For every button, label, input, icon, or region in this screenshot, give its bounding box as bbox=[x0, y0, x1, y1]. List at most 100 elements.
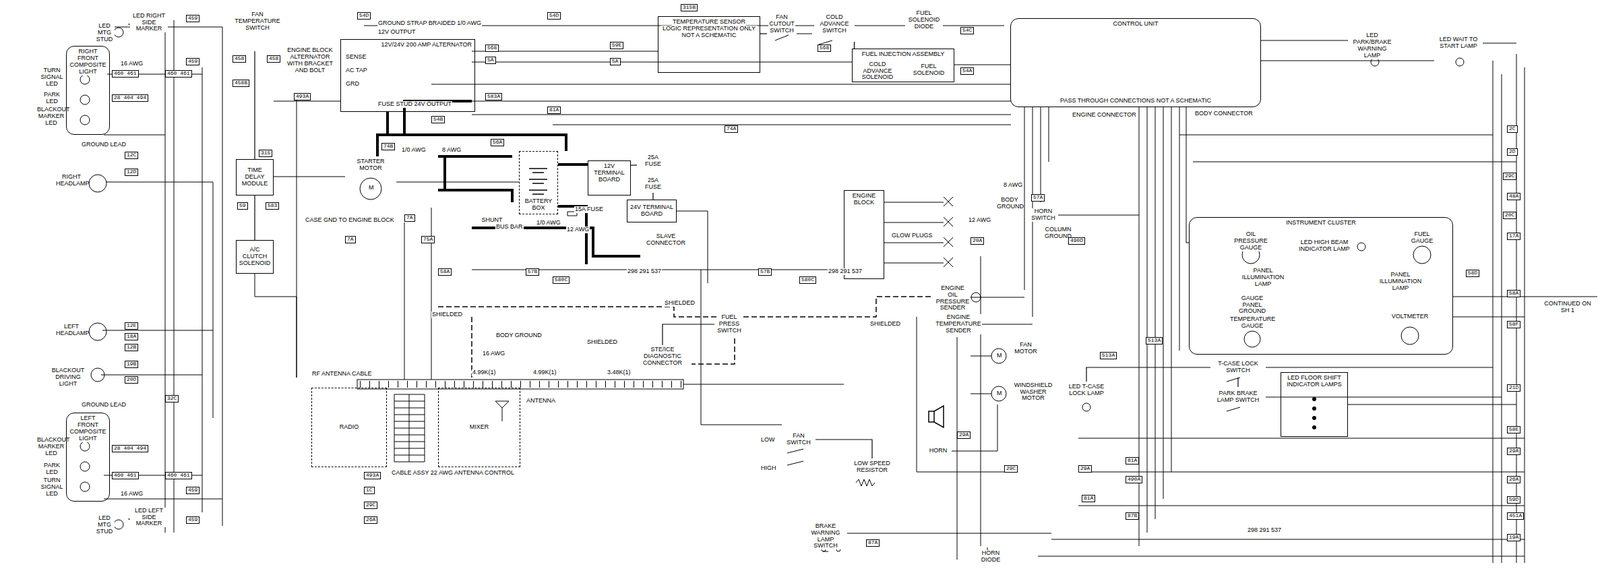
wire-tag: 513A bbox=[1145, 336, 1163, 345]
callout-label: LOW bbox=[760, 436, 776, 444]
wire-tag: 18A bbox=[124, 332, 139, 341]
component-name: PANEL ILLUMINATION LAMP bbox=[1239, 267, 1287, 288]
wire-tag: 20C bbox=[1502, 211, 1517, 220]
component-box: A/C CLUTCH SOLENOID bbox=[235, 239, 274, 274]
wire-tag: 460 461 bbox=[165, 70, 193, 78]
wire-tag: 460 461 bbox=[165, 471, 193, 480]
component-label-box: LED T-CASE LOCK LAMP bbox=[1064, 381, 1109, 399]
wire-tag: 54C bbox=[960, 26, 974, 35]
callout-label: 298 291 537 bbox=[626, 268, 662, 275]
component-name: FUEL INJECTION ASSEMBLY bbox=[861, 51, 946, 58]
wire-connector bbox=[396, 181, 519, 182]
wire-tag: 29C bbox=[1502, 172, 1517, 180]
component-name: FAN TEMPERATURE SWITCH bbox=[233, 11, 282, 32]
component-label-box: PANEL ILLUMINATION LAMP bbox=[1237, 268, 1289, 288]
callout-label: 16 AWG bbox=[481, 350, 506, 358]
component-box: TIME DELAY MODULE bbox=[235, 159, 274, 196]
wire-tag: 57A bbox=[1031, 194, 1045, 202]
wire-tag: 81A bbox=[1081, 494, 1096, 503]
component-label-box: 25A FUSE bbox=[636, 152, 670, 170]
wire-tag: 583A bbox=[485, 93, 503, 101]
led-symbol bbox=[80, 461, 90, 472]
component-label-box: T-CASE LOCK SWITCH bbox=[1210, 357, 1266, 378]
component-label-box: STE/ICE DIAGNOSTIC CONNECTOR bbox=[633, 345, 692, 368]
component-label-box: LED RIGHT SIDE MARKER bbox=[128, 12, 170, 34]
callout-label: 8 AWG bbox=[441, 146, 462, 154]
component-name: TEMPERATURE SENSOR bbox=[671, 18, 747, 26]
wire-connector bbox=[254, 195, 255, 240]
wire-tag: 12D bbox=[124, 168, 139, 176]
wire-tag: 26A bbox=[1506, 475, 1521, 484]
component-box: LED FLOOR SHIFT INDICATOR LAMPS bbox=[1280, 372, 1348, 437]
wire-tag: 583 bbox=[265, 202, 280, 210]
callout-label: BODY CONNECTOR bbox=[1194, 110, 1254, 118]
callout-label: AC TAP bbox=[345, 67, 368, 75]
lamp-symbol bbox=[1357, 242, 1366, 251]
component-name: LOW SPEED RESISTOR bbox=[852, 460, 892, 474]
wire-tag: 5A bbox=[609, 57, 621, 66]
led-symbol bbox=[80, 115, 90, 125]
wire-tag: 56A bbox=[490, 138, 505, 147]
component-label-box: FUEL SOLENOID DIODE bbox=[903, 8, 945, 32]
wire-tag: 29A bbox=[1078, 465, 1092, 473]
wire-connector bbox=[254, 51, 255, 160]
callout-label: CONTINUED ON SH 1 bbox=[1543, 300, 1592, 315]
wire-connector bbox=[853, 41, 855, 49]
callout-label: 8 AWG bbox=[1002, 181, 1024, 189]
component-name: FUEL PRESS SWITCH bbox=[716, 314, 743, 335]
motor-symbol bbox=[991, 348, 1007, 364]
component-label-box: BRAKE WARNING LAMP SWITCH bbox=[802, 524, 850, 548]
wire-connector bbox=[760, 33, 767, 34]
component-name: COLD ADVANCE SOLENOID bbox=[857, 61, 898, 82]
wire-tag: 451A bbox=[1506, 512, 1524, 520]
component-name: A/C CLUTCH SOLENOID bbox=[238, 246, 272, 267]
wire-connector bbox=[1086, 367, 1211, 382]
wire-tag: 568 bbox=[485, 44, 499, 52]
wire-tag: 28 404 494 bbox=[111, 444, 149, 453]
callout-label: SHIELDED bbox=[586, 339, 619, 346]
callout-label: TURN SIGNAL LED bbox=[39, 477, 65, 498]
callout-label: 12 AWG bbox=[566, 226, 590, 234]
component-name: 12V/24V 200 AMP ALTERNATOR bbox=[380, 41, 473, 49]
component-name: FUEL SOLENOID DIODE bbox=[905, 10, 943, 31]
component-name: ENGINE OIL PRESSURE SENDER bbox=[934, 285, 971, 313]
callout-label: 1/0 AWG bbox=[535, 219, 562, 227]
callout-label: 298 291 537 bbox=[827, 268, 863, 275]
component-box: 12V TERMINAL BOARD bbox=[587, 160, 631, 196]
component-box: MIXER bbox=[438, 387, 521, 468]
callout-label: TURN SIGNAL LED bbox=[39, 67, 65, 88]
callout-label: LED MTG STUD bbox=[94, 514, 115, 536]
component-name: STE/ICE DIAGNOSTIC CONNECTOR bbox=[635, 346, 690, 367]
gauge-symbol bbox=[1413, 245, 1431, 264]
switch-symbol bbox=[775, 35, 1241, 466]
component-label-box: LOW SPEED RESISTOR bbox=[850, 458, 894, 476]
component-label-box: LED PARK/BRAKE WARNING LAMP bbox=[1347, 33, 1397, 58]
component-box: CONTROL UNITPASS THROUGH CONNECTIONS NOT… bbox=[1010, 18, 1261, 108]
component-box: FUEL INJECTION ASSEMBLY COLD ADVANCE SOLE… bbox=[851, 48, 955, 83]
component-box: LEFT FRONT COMPOSITE LIGHT bbox=[66, 412, 110, 502]
component-name: PARK BRAKE LAMP SWITCH bbox=[1212, 390, 1264, 404]
component-name: FUEL SOLENOID bbox=[909, 63, 949, 77]
component-label-box: FAN TEMPERATURE SWITCH bbox=[231, 9, 284, 52]
wire-tag: 2D bbox=[1506, 148, 1518, 156]
callout-label: LED MTG STUD bbox=[94, 22, 115, 44]
component-label-box: VOLTMETER bbox=[1388, 311, 1432, 327]
callout-label: CASE GND TO ENGINE BLOCK bbox=[304, 217, 395, 224]
callout-label: GLOW PLUGS bbox=[890, 232, 934, 240]
component-name: STARTER MOTOR bbox=[347, 158, 395, 172]
component-name: SLAVE CONNECTOR bbox=[642, 233, 690, 247]
led-symbol bbox=[113, 27, 124, 38]
component-name: OIL PRESSURE GAUGE bbox=[1232, 231, 1270, 252]
wire-tag: 57B bbox=[525, 268, 540, 276]
connector-pins bbox=[359, 380, 683, 388]
callout-label: ENGINE CONNECTOR bbox=[1071, 111, 1137, 119]
led-symbol bbox=[80, 95, 90, 105]
wire-tag: 5A bbox=[485, 56, 497, 65]
wire-tag: 54B bbox=[431, 115, 445, 124]
wire-connector bbox=[1237, 377, 1239, 387]
callout-label: ENGINE BLOCK ALTERNATOR WITH BRACKET AND… bbox=[281, 47, 339, 75]
wire-tag: 17A bbox=[1506, 232, 1521, 240]
wire-tag: 315B bbox=[680, 4, 698, 12]
callout-label: GROUND LEAD bbox=[80, 401, 127, 409]
lamp-symbol bbox=[1455, 57, 1464, 67]
